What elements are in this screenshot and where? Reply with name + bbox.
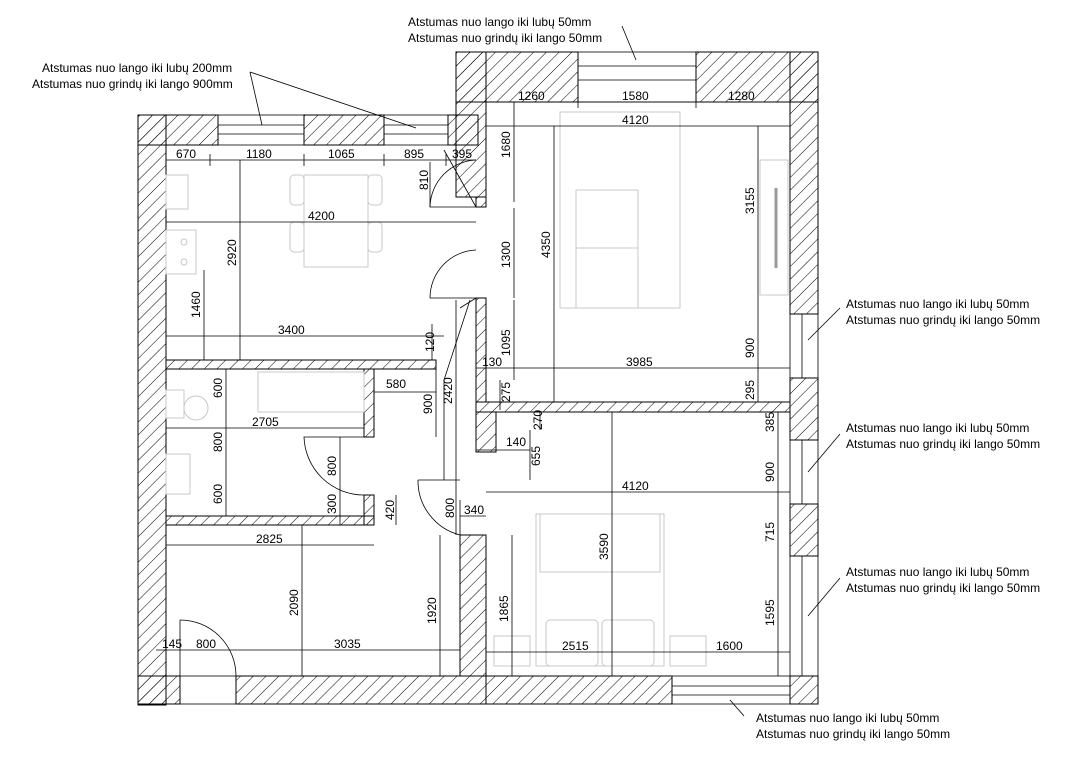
dim-label: 2920 xyxy=(225,239,239,266)
dim-label: 1280 xyxy=(728,89,755,103)
dim-label: 1260 xyxy=(518,89,545,103)
dim-label: 1600 xyxy=(716,639,743,653)
dim-label: 1460 xyxy=(189,291,203,318)
note-right-3b: Atstumas nuo grindų iki lango 50mm xyxy=(846,581,1040,595)
dim-label: 4120 xyxy=(622,479,649,493)
dim-label: 4350 xyxy=(539,231,553,258)
window-notes: Atstumas nuo lango iki lubų 50mm Atstuma… xyxy=(32,15,1040,741)
dim-label: 130 xyxy=(482,355,502,369)
dim-label: 300 xyxy=(325,494,339,514)
note-right-2b: Atstumas nuo grindų iki lango 50mm xyxy=(846,437,1040,451)
dim-label: 1580 xyxy=(622,89,649,103)
dim-label: 1595 xyxy=(763,599,777,626)
dim-label: 3155 xyxy=(743,187,757,214)
doors xyxy=(179,149,477,677)
dim-label: 1180 xyxy=(246,147,272,161)
note-top-center-1: Atstumas nuo lango iki lubų 50mm xyxy=(408,15,591,29)
dimension-lines xyxy=(156,25,841,717)
dim-label: 295 xyxy=(743,380,757,400)
dim-label: 140 xyxy=(506,435,526,449)
dim-label: 2420 xyxy=(441,377,455,404)
dim-label: 1095 xyxy=(499,329,513,356)
dim-label: 275 xyxy=(499,382,513,402)
dim-label: 3035 xyxy=(334,637,361,651)
note-bottom-1: Atstumas nuo lango iki lubų 50mm xyxy=(756,711,939,725)
dim-label: 1065 xyxy=(328,147,355,161)
dim-label: 3590 xyxy=(597,533,611,560)
dim-label: 145 xyxy=(162,637,182,651)
dim-label: 395 xyxy=(452,147,472,161)
walls xyxy=(137,51,819,706)
dim-label: 4200 xyxy=(308,209,335,223)
dimension-labels: 1260 1580 1280 4120 670 1180 1065 895 39… xyxy=(162,89,777,653)
dim-label: 600 xyxy=(211,484,225,504)
dim-label: 900 xyxy=(763,462,777,482)
dim-label: 800 xyxy=(211,432,225,452)
dim-label: 900 xyxy=(421,394,435,414)
note-top-center-2: Atstumas nuo grindų iki lango 50mm xyxy=(408,31,602,45)
dim-label: 385 xyxy=(763,412,777,432)
dim-label: 340 xyxy=(464,503,484,517)
note-top-left-2: Atstumas nuo grindų iki lango 900mm xyxy=(32,77,233,91)
dim-label: 1300 xyxy=(499,241,513,268)
dim-label: 600 xyxy=(211,378,225,398)
dim-label: 1680 xyxy=(499,131,513,158)
dim-label: 2825 xyxy=(256,532,283,546)
dim-label: 715 xyxy=(763,522,777,542)
note-right-3a: Atstumas nuo lango iki lubų 50mm xyxy=(846,565,1029,579)
dim-label: 3985 xyxy=(626,355,653,369)
note-right-1a: Atstumas nuo lango iki lubų 50mm xyxy=(846,297,1029,311)
dim-label: 420 xyxy=(383,500,397,520)
note-right-2a: Atstumas nuo lango iki lubų 50mm xyxy=(846,421,1029,435)
dim-label: 800 xyxy=(196,637,216,651)
dim-label: 2515 xyxy=(562,639,589,653)
note-right-1b: Atstumas nuo grindų iki lango 50mm xyxy=(846,313,1040,327)
dim-label: 800 xyxy=(325,456,339,476)
furniture xyxy=(165,111,789,667)
dim-label: 655 xyxy=(529,446,543,466)
dim-label: 3400 xyxy=(278,323,305,337)
dim-label: 810 xyxy=(417,170,431,190)
note-top-left-1: Atstumas nuo lango iki lubų 200mm xyxy=(42,61,232,75)
dim-label: 580 xyxy=(386,377,406,391)
dim-label: 4120 xyxy=(622,113,649,127)
dim-label: 2705 xyxy=(252,415,279,429)
dim-label: 1920 xyxy=(425,597,439,624)
dim-label: 670 xyxy=(176,147,196,161)
dim-label: 1865 xyxy=(497,595,511,622)
dim-label: 900 xyxy=(743,338,757,358)
dim-label: 120 xyxy=(423,332,437,352)
dim-label: 270 xyxy=(531,410,545,430)
dim-label: 895 xyxy=(404,147,424,161)
dim-label: 800 xyxy=(443,498,457,518)
dim-label: 2090 xyxy=(287,589,301,616)
note-bottom-2: Atstumas nuo grindų iki lango 50mm xyxy=(756,727,950,741)
